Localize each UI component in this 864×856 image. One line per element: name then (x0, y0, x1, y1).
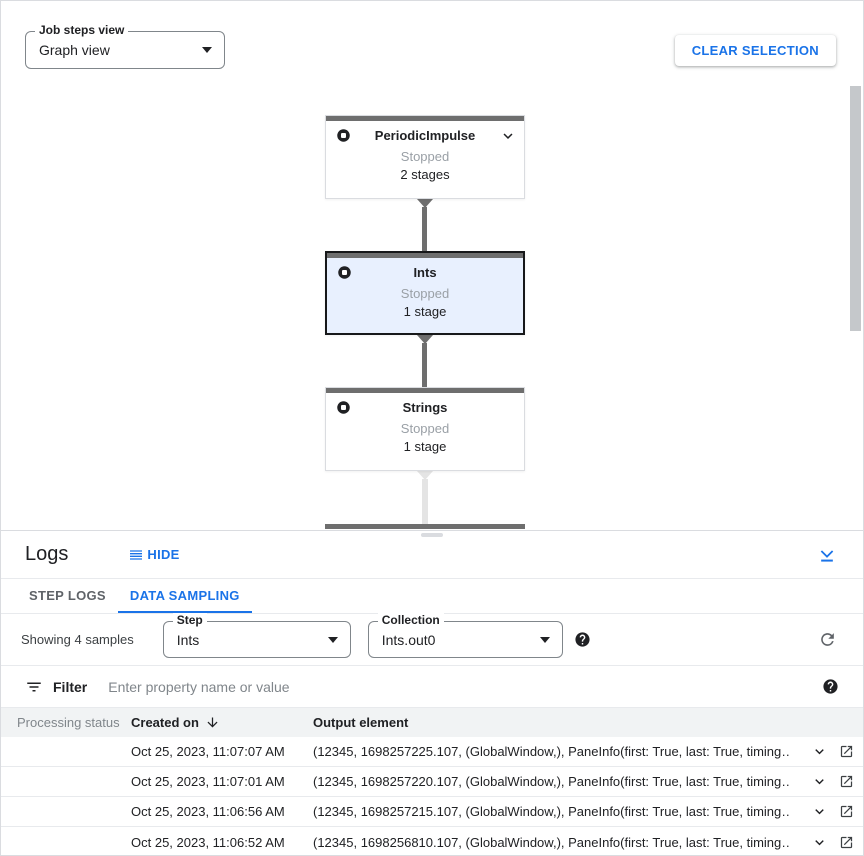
expand-row-icon[interactable] (811, 803, 828, 820)
open-in-new-icon[interactable] (839, 744, 854, 759)
filter-icon (27, 682, 41, 691)
node-status: Stopped (400, 286, 450, 301)
graph-edge-arrow (417, 335, 433, 344)
node-title: Strings (402, 400, 448, 415)
filter-label: Filter (53, 678, 88, 695)
panel-resize-handle[interactable] (421, 533, 443, 537)
dropdown-arrow-icon (327, 636, 338, 643)
table-row[interactable]: Oct 25, 2023, 11:06:52 AM (12345, 169825… (1, 827, 863, 855)
scrollbar-thumb[interactable] (850, 86, 861, 331)
graph-edge (422, 479, 428, 524)
output-element-cell: (12345, 1698257225.107, (GlobalWindow,),… (313, 744, 789, 759)
created-on-cell: Oct 25, 2023, 11:07:01 AM (131, 774, 285, 789)
clear-selection-button[interactable]: CLEAR SELECTION (674, 35, 836, 66)
job-steps-view-value: Graph view (39, 42, 110, 58)
collection-select-value: Ints.out0 (381, 631, 436, 648)
dropdown-arrow-icon (539, 636, 550, 643)
created-on-cell: Oct 25, 2023, 11:06:56 AM (131, 804, 285, 819)
filter-input[interactable] (106, 677, 811, 696)
graph-node-partial (325, 524, 525, 529)
step-select[interactable]: Step Ints (162, 613, 351, 658)
graph-edge (422, 207, 427, 251)
node-status: Stopped (400, 149, 450, 164)
node-top-bar (326, 388, 524, 393)
graph-node-ints[interactable]: Ints Stopped 1 stage (325, 251, 525, 335)
node-title: Ints (413, 265, 437, 280)
help-icon[interactable] (822, 678, 839, 695)
expand-node-icon[interactable] (499, 127, 517, 145)
expand-row-icon[interactable] (811, 773, 828, 790)
graph-node-periodicimpulse[interactable]: PeriodicImpulse Stopped 2 stages (325, 115, 525, 199)
step-select-value: Ints (176, 631, 200, 648)
stopped-status-icon (337, 129, 350, 142)
hide-logs-button[interactable]: HIDE (128, 547, 179, 563)
node-top-bar (327, 253, 523, 258)
column-header-created-on[interactable]: Created on (131, 715, 313, 730)
output-element-cell: (12345, 1698257215.107, (GlobalWindow,),… (313, 804, 789, 819)
node-status: Stopped (400, 421, 450, 436)
job-steps-view-select[interactable]: Job steps view Graph view (25, 23, 225, 69)
graph-node-strings[interactable]: Strings Stopped 1 stage (325, 387, 525, 471)
step-select-label: Step (172, 613, 207, 627)
table-row[interactable]: Oct 25, 2023, 11:07:07 AM (12345, 169825… (1, 737, 863, 767)
graph-edge-arrow (417, 471, 433, 480)
stopped-status-icon (338, 266, 351, 279)
node-title: PeriodicImpulse (374, 128, 476, 143)
collection-select[interactable]: Collection Ints.out0 (367, 613, 563, 658)
collapse-panel-icon[interactable] (817, 545, 837, 565)
job-graph-canvas[interactable]: PeriodicImpulse Stopped 2 stages Ints St… (1, 1, 863, 530)
refresh-samples-button[interactable] (817, 630, 837, 650)
open-in-new-icon[interactable] (839, 835, 854, 850)
column-header-output-element: Output element (313, 715, 409, 730)
logs-tabs: STEP LOGS DATA SAMPLING (1, 579, 863, 614)
open-in-new-icon[interactable] (839, 774, 854, 789)
hide-label: HIDE (147, 547, 180, 562)
samples-table-header: Processing status Created on Output elem… (1, 708, 863, 737)
stopped-status-icon (337, 401, 350, 414)
tab-data-sampling[interactable]: DATA SAMPLING (117, 579, 252, 613)
refresh-icon (820, 632, 834, 646)
sort-descending-icon[interactable] (205, 715, 220, 730)
graph-edge (422, 343, 427, 387)
created-on-cell: Oct 25, 2023, 11:06:52 AM (131, 834, 285, 850)
expand-row-icon[interactable] (811, 834, 828, 851)
open-in-new-icon[interactable] (839, 804, 854, 819)
graph-edge-arrow (417, 199, 433, 208)
samples-count-text: Showing 4 samples (21, 632, 134, 647)
logs-panel-title: Logs (25, 543, 69, 565)
tab-step-logs[interactable]: STEP LOGS (29, 587, 106, 603)
node-top-bar (326, 116, 524, 121)
node-stages: 1 stage (403, 304, 447, 319)
dropdown-arrow-icon (202, 47, 212, 53)
collection-select-label: Collection (377, 613, 444, 627)
help-icon[interactable] (574, 631, 591, 648)
node-stages: 1 stage (403, 439, 447, 454)
output-element-cell: (12345, 1698257220.107, (GlobalWindow,),… (313, 774, 789, 789)
job-steps-view-label: Job steps view (35, 23, 129, 37)
graph-scrollbar[interactable] (850, 86, 862, 530)
table-row[interactable]: Oct 25, 2023, 11:06:56 AM (12345, 169825… (1, 797, 863, 827)
output-element-cell: (12345, 1698256810.107, (GlobalWindow,),… (313, 834, 789, 850)
column-header-processing-status: Processing status (17, 715, 120, 730)
table-row[interactable]: Oct 25, 2023, 11:07:01 AM (12345, 169825… (1, 767, 863, 797)
menu-lines-icon (130, 549, 143, 560)
logs-panel: Logs HIDE STEP LOGS DATA SAMPLING Showin… (1, 530, 863, 855)
node-stages: 2 stages (400, 167, 450, 182)
expand-row-icon[interactable] (811, 743, 828, 760)
created-on-cell: Oct 25, 2023, 11:07:07 AM (131, 744, 285, 759)
